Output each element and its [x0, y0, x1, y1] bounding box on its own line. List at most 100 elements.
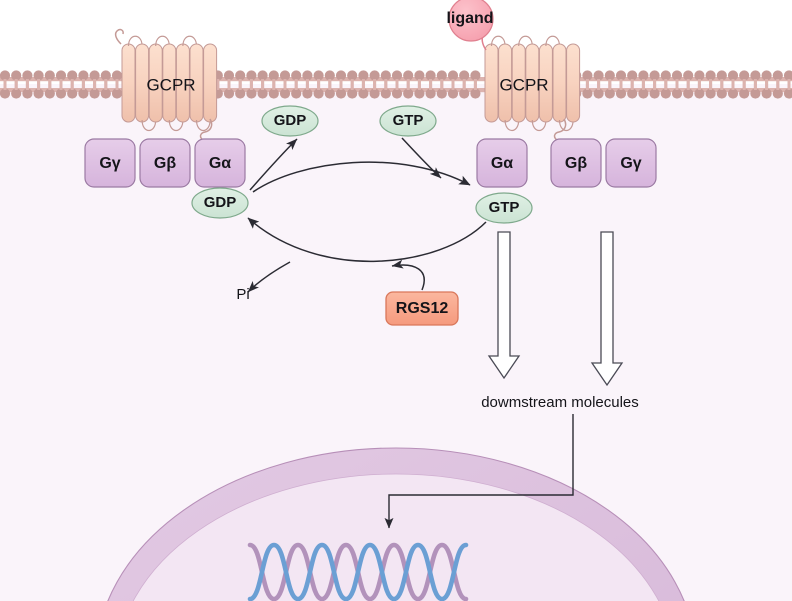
- bound-gdp-left-label: GDP: [204, 194, 237, 211]
- g-subunit-gamma-right[interactable]: Gγ: [605, 138, 657, 188]
- bound-gtp-right-label: GTP: [489, 199, 520, 216]
- phospholipid-head: [615, 70, 627, 81]
- receptor-extracellular-loop: [182, 35, 198, 47]
- downstream-to-nucleus-connector: [384, 414, 574, 529]
- nucleus: [107, 447, 685, 601]
- phospholipid-tail: [406, 81, 410, 90]
- phospholipid-head: [582, 70, 593, 81]
- phospholipid-tail: [440, 81, 444, 90]
- phospholipid-head: [671, 70, 683, 81]
- phospholipid-tail: [753, 81, 757, 90]
- receptor-intracellular-loop: [558, 119, 574, 132]
- phospholipid-tail: [664, 81, 668, 90]
- free-gtp-label: GTP: [393, 112, 424, 129]
- phospholipid-head: [347, 70, 358, 81]
- phospholipid-tail: [317, 81, 321, 90]
- plasma-membrane: [0, 70, 792, 99]
- rgs12-box: [385, 291, 459, 326]
- phospholipid-tail: [283, 81, 287, 90]
- bound-gtp-right-oval: [475, 192, 533, 224]
- phospholipid-lower-leaflet: [0, 81, 792, 99]
- phospholipid-head: [593, 88, 604, 99]
- phospholipid-head: [67, 70, 78, 81]
- phospholipid-head: [739, 70, 750, 81]
- free-gtp-oval: [379, 105, 437, 137]
- phospholipid-head: [313, 88, 324, 99]
- nucleotide-exchange-cycle: [247, 137, 487, 293]
- phospholipid-head: [761, 70, 772, 81]
- phospholipid-head: [638, 70, 649, 81]
- bound-gdp-left[interactable]: GDP: [191, 187, 249, 219]
- g-subunit-alpha-right[interactable]: Gα: [476, 138, 528, 188]
- g-subunit-alpha-left[interactable]: Gα: [194, 138, 246, 188]
- phospholipid-tail: [227, 81, 231, 90]
- phospholipid-head: [739, 88, 750, 99]
- free-gtp[interactable]: GTP: [379, 105, 437, 137]
- phospholipid-head: [0, 70, 11, 81]
- phospholipid-head: [391, 70, 403, 81]
- ligand[interactable]: ligand: [446, 0, 494, 42]
- receptor-right-c-terminus: [553, 118, 567, 141]
- phospholipid-head: [403, 88, 414, 99]
- bound-gtp-right[interactable]: GTP: [475, 192, 533, 224]
- phospholipid-tail: [653, 81, 657, 90]
- phospholipid-tail: [216, 81, 220, 90]
- rgs12-node[interactable]: RGS12: [385, 291, 459, 326]
- receptor-helix: [484, 43, 499, 123]
- phospholipid-tail: [417, 81, 421, 90]
- phospholipid-head: [447, 70, 459, 81]
- g-protein-complex-left: Gγ Gβ Gα GDP: [84, 138, 249, 219]
- phospholipid-head: [11, 70, 22, 81]
- phospholipid-head: [33, 70, 44, 81]
- phospholipid-head: [459, 88, 470, 99]
- phospholipid-tail: [104, 81, 108, 90]
- phospholipid-head: [369, 88, 380, 99]
- free-gdp[interactable]: GDP: [261, 105, 319, 137]
- phospholipid-head: [268, 70, 279, 81]
- phospholipid-tail: [59, 81, 63, 90]
- phospholipid-tail: [429, 81, 433, 90]
- phospholipid-tail: [115, 81, 119, 90]
- gpcr-receptor-left[interactable]: GCPR: [114, 28, 218, 141]
- phospholipid-head: [235, 88, 246, 99]
- phospholipid-tail: [81, 81, 85, 90]
- phospholipid-head: [313, 70, 324, 81]
- phospholipid-head: [694, 88, 705, 99]
- phospholipid-head: [414, 88, 425, 99]
- gcpr-label-right: GCPR: [499, 75, 548, 94]
- block-arrow-left: [487, 231, 521, 380]
- phospholipid-tail: [373, 81, 377, 90]
- ligand-circle: [448, 0, 494, 42]
- arrow-rgs12-stimulates-hydrolysis: [391, 259, 425, 291]
- g-subunit-beta-left[interactable]: Gβ: [139, 138, 191, 188]
- phospholipid-head: [44, 70, 55, 81]
- phospholipid-head: [459, 70, 470, 81]
- phospholipid-tail: [14, 81, 18, 90]
- phospholipid-head: [380, 88, 391, 99]
- gpcr-receptor-right[interactable]: GCPR: [481, 32, 581, 141]
- phospholipid-tail: [630, 81, 634, 90]
- g-subunit-beta-right-label: Gβ: [565, 155, 587, 172]
- phospholipid-head: [660, 88, 671, 99]
- phospholipid-head: [683, 70, 694, 81]
- phospholipid-tail: [328, 81, 332, 90]
- phospholipid-head: [649, 88, 660, 99]
- phospholipid-tail: [697, 81, 701, 90]
- phospholipid-head: [223, 88, 235, 99]
- phospholipid-head: [78, 88, 89, 99]
- phospholipid-head: [716, 70, 727, 81]
- phospholipid-head: [727, 70, 739, 81]
- phospholipid-head: [604, 88, 615, 99]
- phospholipid-head: [772, 88, 783, 99]
- phospholipid-tail: [48, 81, 52, 90]
- phospholipid-tail: [261, 81, 265, 90]
- block-arrow-right: [590, 231, 624, 387]
- phospholipid-head: [302, 70, 313, 81]
- free-gdp-oval: [261, 105, 319, 137]
- g-subunit-gamma-left[interactable]: Gγ: [84, 138, 136, 188]
- phospholipid-head: [55, 70, 67, 81]
- pi-label: Pi: [236, 286, 249, 303]
- phospholipid-head: [380, 70, 391, 81]
- phospholipid-head: [335, 88, 347, 99]
- g-subunit-beta-right[interactable]: Gβ: [550, 138, 602, 188]
